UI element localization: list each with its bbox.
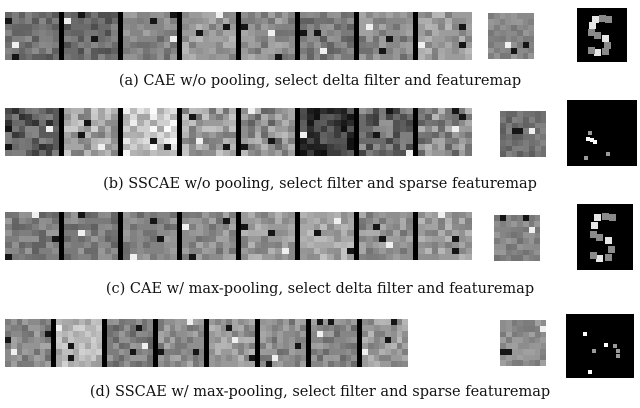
selected-featuremap: [566, 314, 634, 378]
filter-tile: [300, 108, 354, 156]
filter-tile: [418, 212, 472, 260]
filter-tile: [359, 108, 413, 156]
filter-tile: [311, 319, 357, 367]
caption-d: (d) SSCAE w/ max-pooling, select filter …: [89, 384, 551, 400]
filter-tile: [182, 12, 236, 60]
filter-tile: [300, 12, 354, 60]
filter-tile: [123, 108, 177, 156]
selected-filter: [500, 320, 546, 366]
selected-featuremap: [577, 8, 627, 62]
filter-tile: [123, 12, 177, 60]
figure-row-a: (a) CAE w/o pooling, select delta filter…: [0, 0, 640, 92]
filter-tile: [5, 212, 59, 260]
figure-row-c: (c) CAE w/ max-pooling, select delta fil…: [0, 200, 640, 300]
filter-tile: [64, 212, 118, 260]
caption-a: (a) CAE w/o pooling, select delta filter…: [118, 73, 522, 89]
filter-tile: [107, 319, 153, 367]
selected-filter: [488, 13, 534, 59]
filter-tile: [5, 319, 51, 367]
filter-tile: [158, 319, 204, 367]
filter-tile: [241, 12, 295, 60]
filter-tile: [64, 108, 118, 156]
filter-tile: [123, 212, 177, 260]
figure-row-d: (d) SSCAE w/ max-pooling, select filter …: [0, 306, 640, 408]
filter-strip-d: [5, 319, 408, 367]
selected-featuremap: [577, 204, 633, 270]
filter-strip-a: [5, 12, 472, 60]
filter-tile: [359, 212, 413, 260]
filter-tile: [5, 108, 59, 156]
selected-filter: [500, 111, 546, 157]
filter-tile: [182, 108, 236, 156]
filter-tile: [5, 12, 59, 60]
filter-tile: [241, 212, 295, 260]
caption-b: (b) SSCAE w/o pooling, select filter and…: [103, 176, 537, 192]
figure-row-b: (b) SSCAE w/o pooling, select filter and…: [0, 96, 640, 196]
filter-tile: [209, 319, 255, 367]
filter-tile: [182, 212, 236, 260]
filter-strip-b: [5, 108, 472, 156]
filter-tile: [260, 319, 306, 367]
filter-tile: [241, 108, 295, 156]
filter-tile: [56, 319, 102, 367]
filter-tile: [359, 12, 413, 60]
selected-filter: [494, 215, 540, 261]
selected-featuremap: [567, 100, 637, 166]
filter-tile: [418, 108, 472, 156]
filter-tile: [418, 12, 472, 60]
filter-tile: [64, 12, 118, 60]
caption-c: (c) CAE w/ max-pooling, select delta fil…: [105, 281, 535, 297]
filter-tile: [362, 319, 408, 367]
filter-tile: [300, 212, 354, 260]
filter-strip-c: [5, 212, 472, 260]
